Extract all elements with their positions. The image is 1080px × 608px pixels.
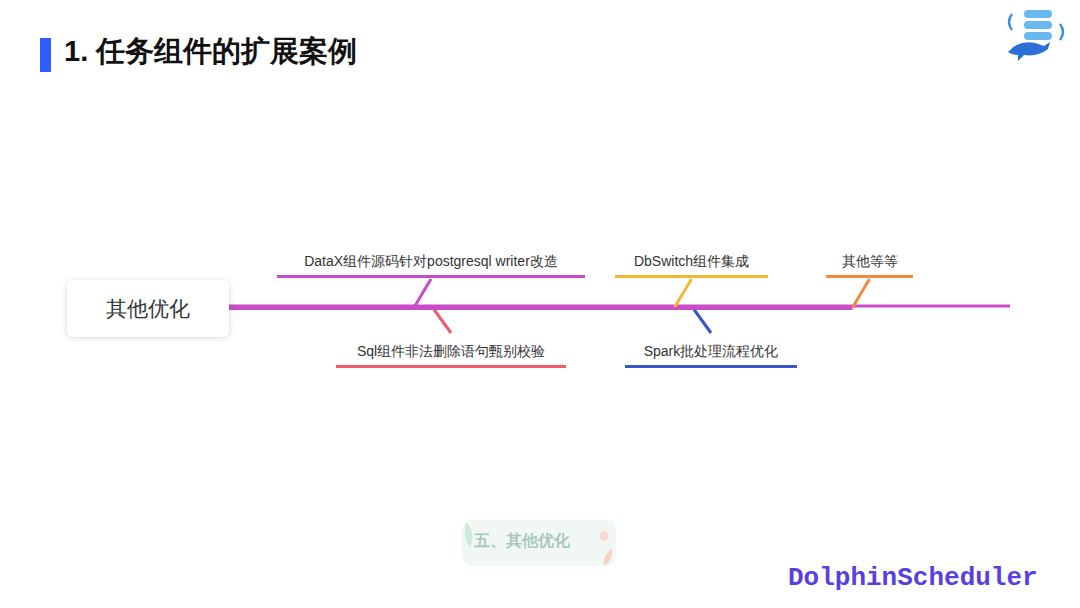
branch-label: DataX组件源码针对postgresql writer改造: [277, 252, 585, 278]
logo-icon: [1008, 10, 1063, 61]
branch-connector: [229, 279, 870, 309]
node-text: 其他优化: [106, 295, 190, 323]
branch-connector: [229, 279, 431, 309]
watermark-badge: [462, 520, 616, 566]
branch-connector: [229, 309, 451, 334]
title-bar: [40, 38, 51, 72]
node-text: DataX组件源码针对postgresql writer改造: [304, 253, 558, 271]
branch-label: Sql组件非法删除语句甄别校验: [336, 334, 566, 368]
node-text: Sql组件非法删除语句甄别校验: [357, 343, 545, 361]
branch-connector: [229, 309, 711, 334]
brand-label: DolphinScheduler: [788, 563, 1038, 593]
spine-line: [229, 305, 1010, 308]
slide-title: 1. 任务组件的扩展案例: [64, 32, 357, 72]
node-text: Spark批处理流程优化: [644, 343, 779, 361]
node-text: 其他等等: [842, 253, 898, 271]
branch-label: 其他等等: [826, 252, 913, 278]
branch-label: DbSwitch组件集成: [615, 252, 768, 278]
branch-connector: [229, 279, 692, 309]
watermark-label: 五、其他优化: [474, 531, 570, 552]
node-text: DbSwitch组件集成: [634, 253, 749, 271]
branch-label: Spark批处理流程优化: [625, 334, 797, 368]
root-box: 其他优化: [67, 280, 229, 337]
